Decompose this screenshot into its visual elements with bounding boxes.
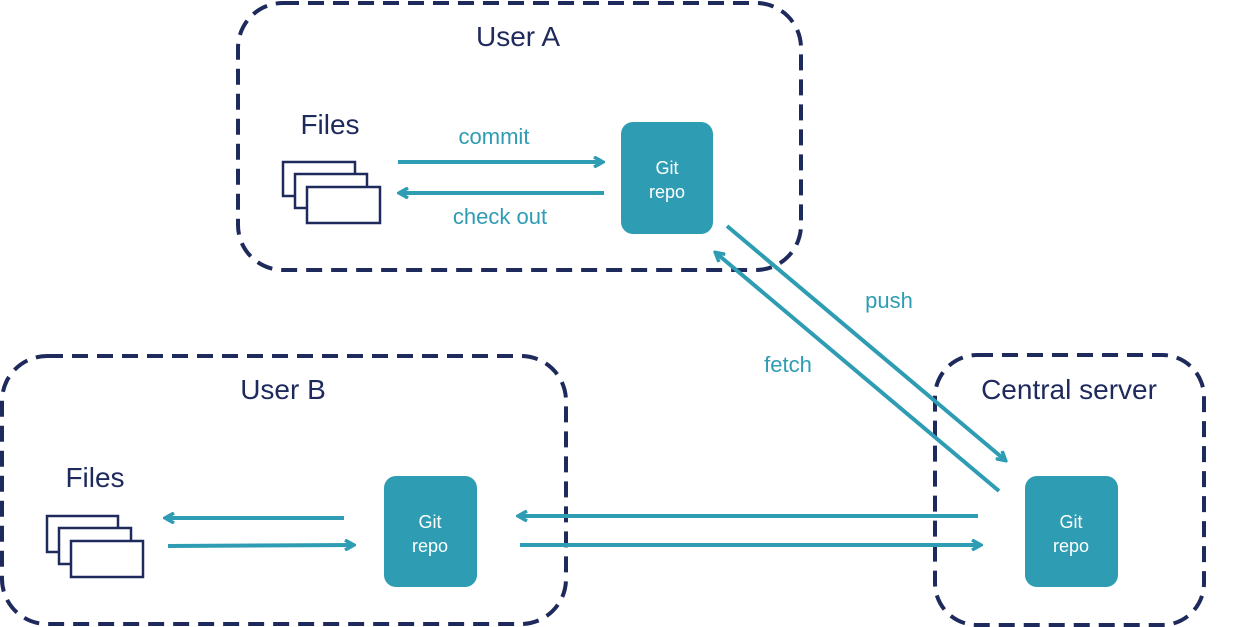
user-a-zone-border <box>236 1 803 272</box>
central-server-zone: Central server Git repo <box>933 353 1206 627</box>
central-git-repo: Git repo <box>1025 476 1118 587</box>
user-a-title: User A <box>476 21 560 52</box>
push-label: push <box>865 288 913 313</box>
user-a-repo-line2: repo <box>649 182 685 202</box>
user-a-files-icon <box>281 160 382 225</box>
commit-label: commit <box>459 124 530 149</box>
push-arrow <box>725 224 1005 460</box>
central-repo-line1: Git <box>1059 512 1082 532</box>
user-b-files-icon <box>45 514 145 579</box>
user-b-commit-arrow <box>167 545 353 546</box>
user-a-zone: User A Files commit check out Git repo <box>236 1 803 272</box>
user-b-repo-line1: Git <box>418 512 441 532</box>
user-b-repo-line2: repo <box>412 536 448 556</box>
user-a-repo-line1: Git <box>655 158 678 178</box>
user-b-git-repo: Git repo <box>384 476 477 587</box>
fetch-arrow <box>716 253 1001 493</box>
user-a-files-label: Files <box>300 109 359 140</box>
user-b-zone-border <box>0 354 568 626</box>
user-b-zone: User B Files Git repo <box>0 354 568 626</box>
user-b-files-label: Files <box>65 462 124 493</box>
user-b-title: User B <box>240 374 326 405</box>
checkout-label: check out <box>453 204 547 229</box>
user-a-git-repo: Git repo <box>621 122 713 234</box>
central-repo-line2: repo <box>1053 536 1089 556</box>
central-title: Central server <box>981 374 1157 405</box>
fetch-label: fetch <box>764 352 812 377</box>
